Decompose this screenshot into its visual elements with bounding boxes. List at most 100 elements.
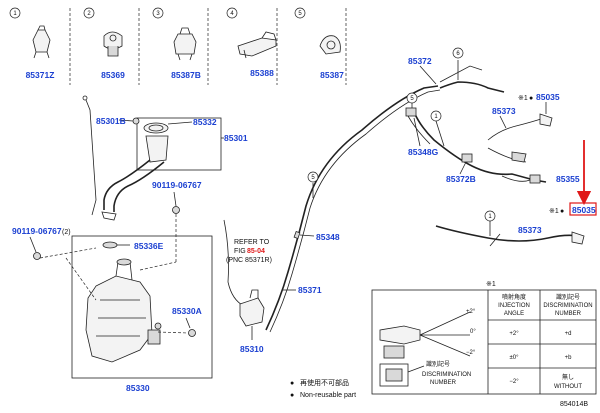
row3-angle: −2° <box>509 379 519 385</box>
label-85372: 85372 <box>408 56 432 66</box>
cap-icon <box>143 122 169 134</box>
angle-0: 0° <box>470 329 476 335</box>
index-circle <box>294 7 306 19</box>
legend: ● 再使用不可部品 ● Non-reusable part <box>290 378 356 399</box>
angle-plus2: +2° <box>466 309 476 315</box>
svg-text:5: 5 <box>311 175 315 181</box>
label-85372B: 85372B <box>446 174 476 184</box>
svg-text:1: 1 <box>488 214 492 220</box>
index-label: 4 <box>230 11 234 17</box>
joint-icon <box>461 153 473 163</box>
part-number: 85371Z <box>26 70 55 80</box>
angle-minus2: −2° <box>466 350 476 356</box>
label-85035-box[interactable]: 85035 <box>572 205 596 215</box>
dot-a: ● <box>529 95 533 102</box>
col2-en-1: DISCRIMINATION <box>543 303 592 309</box>
table-star: ※1 <box>486 281 496 288</box>
label-85348G: 85348G <box>408 147 439 157</box>
row2-mark: +b <box>565 355 573 361</box>
col2-en-2: NUMBER <box>555 311 582 317</box>
injection-angle-table: ※1 噴射角度 INJECTION ANGLE 識別記号 DISCRIMINAT… <box>371 281 597 395</box>
index-circle <box>152 7 164 19</box>
bolt-icon <box>188 329 196 337</box>
label-85336E: 85336E <box>134 241 164 251</box>
grommet-icon <box>103 31 123 50</box>
top-parts-row: 1 85371Z 2 85369 3 85387B 4 <box>9 7 347 85</box>
part-number: 85369 <box>101 70 125 80</box>
legend-jp: 再使用不可部品 <box>300 378 349 387</box>
disc-en-1: DISCRIMINATION <box>422 372 471 378</box>
row1-angle: +2° <box>509 331 519 337</box>
bolt-icon <box>33 252 41 260</box>
label-90119-a: 90119-06767 <box>152 180 202 190</box>
refer-line-1: REFER TO <box>234 239 270 246</box>
label-85330: 85330 <box>126 383 150 393</box>
index-label: 2 <box>87 11 91 17</box>
label-85355: 85355 <box>556 174 580 184</box>
refer-fig: FIG <box>234 248 246 255</box>
nozzle-icon <box>379 325 421 345</box>
nozzle-icon <box>539 113 553 127</box>
refer-link[interactable]: 85-04 <box>247 248 265 255</box>
row2-angle: ±0° <box>509 355 519 361</box>
bolt-mid: 90119-06767 <box>152 180 202 262</box>
box-85330 <box>71 235 213 379</box>
inlet-pipe-assembly <box>82 95 224 221</box>
label-85301B: 85301B <box>96 116 126 126</box>
part-number: 85387 <box>320 70 344 80</box>
legend-dot-2: ● <box>290 392 294 399</box>
svg-text:5: 5 <box>410 96 414 102</box>
col2-jp: 識別記号 <box>556 293 580 301</box>
bolt-icon <box>172 206 180 214</box>
svg-text:1: 1 <box>434 114 438 120</box>
label-85373-a: 85373 <box>492 106 516 116</box>
bracket-icon <box>237 37 277 57</box>
label-85035-top: 85035 <box>536 92 560 102</box>
row3-mark: 無し <box>562 373 574 381</box>
col1-jp: 噴射角度 <box>502 293 526 301</box>
label-85330A: 85330A <box>172 306 202 316</box>
hose-callouts: 6 5 1 5 1 <box>307 47 496 236</box>
clamp-icon <box>173 33 197 55</box>
top-part-2[interactable]: 2 85369 <box>83 7 125 80</box>
top-part-1[interactable]: 1 85371Z <box>9 7 55 80</box>
index-circle <box>9 7 21 19</box>
nozzle-icon <box>571 231 585 245</box>
top-part-3[interactable]: 3 85387B <box>152 7 201 80</box>
label-85310: 85310 <box>240 344 264 354</box>
label-85301: 85301 <box>224 133 248 143</box>
label-85332: 85332 <box>193 117 217 127</box>
refer-note[interactable]: REFER TO FIG 85-04 (PNC 85371R) <box>226 239 272 264</box>
disc-en-2: NUMBER <box>430 380 457 386</box>
index-label: 5 <box>298 11 302 17</box>
joint-icon <box>529 174 541 184</box>
top-part-4[interactable]: 4 85388 <box>226 7 277 78</box>
figure-code: 854014B <box>560 401 588 408</box>
hose-clip-icon <box>319 35 341 55</box>
svg-text:6: 6 <box>456 51 460 57</box>
label-90119-b: 90119-06767 <box>12 226 62 236</box>
dot-b: ● <box>560 208 564 215</box>
legend-dot: ● <box>290 380 294 387</box>
top-part-5[interactable]: 5 85387 <box>294 7 344 80</box>
legend-en: Non-reusable part <box>300 392 356 399</box>
row1-mark: +d <box>565 331 572 337</box>
index-circle <box>83 7 95 19</box>
disc-jp: 識別記号 <box>426 360 450 368</box>
label-85371: 85371 <box>298 285 322 295</box>
index-label: 1 <box>13 11 17 17</box>
label-star1-b: ※1 <box>549 208 559 215</box>
joint-icon <box>405 107 417 117</box>
label-85373-b: 85373 <box>518 225 542 235</box>
label-90119-b-qty: (2) <box>62 229 71 236</box>
part-number: 85387B <box>171 70 201 80</box>
clip-icon <box>32 29 51 53</box>
row3-mark-en: WITHOUT <box>554 384 582 390</box>
bolt-left: 90119-06767 (2) <box>12 226 97 260</box>
col1-en-1: INJECTION <box>498 303 530 309</box>
hoses <box>265 60 585 333</box>
screw-icon <box>132 117 140 125</box>
part-number: 85388 <box>250 68 274 78</box>
box-85301 <box>136 117 222 171</box>
